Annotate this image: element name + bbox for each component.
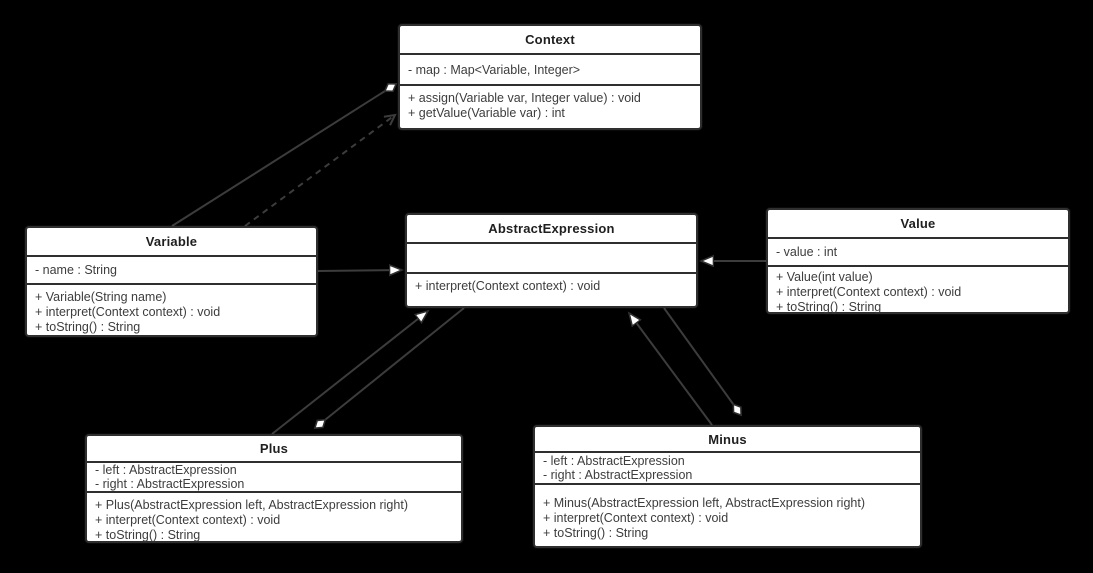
class-variable-title: Variable — [145, 234, 198, 249]
method-row: + Value(int value) — [776, 270, 873, 284]
class-value-attributes: - value : int — [768, 237, 1068, 265]
class-minus: Minus - left : AbstractExpression - righ… — [533, 425, 922, 548]
class-context-methods: + assign(Variable var, Integer value) : … — [400, 84, 700, 128]
method-row: + toString() : String — [543, 526, 649, 540]
class-abstractexpression: AbstractExpression + interpret(Context c… — [405, 213, 698, 308]
method-row: + assign(Variable var, Integer value) : … — [408, 91, 641, 105]
method-row: + Plus(AbstractExpression left, Abstract… — [95, 498, 408, 512]
attribute-row: - map : Map<Variable, Integer> — [408, 62, 581, 77]
class-abstractexpression-title: AbstractExpression — [488, 221, 615, 236]
class-context-attributes: - map : Map<Variable, Integer> — [400, 53, 700, 84]
class-variable: Variable - name : String + Variable(Stri… — [25, 226, 318, 337]
class-plus-title: Plus — [259, 441, 289, 456]
method-row: + interpret(Context context) : void — [35, 305, 221, 319]
class-value: Value - value : int + Value(int value) +… — [766, 208, 1070, 314]
edge-variable-abstractexpression-generalization — [317, 270, 402, 271]
class-variable-attributes: - name : String — [27, 255, 316, 283]
method-row: + interpret(Context context) : void — [776, 285, 962, 299]
attribute-row: - right : AbstractExpression — [543, 468, 693, 482]
method-row: + interpret(Context context) : void — [543, 511, 729, 525]
method-row: + getValue(Variable var) : int — [408, 106, 565, 120]
class-minus-attributes: - left : AbstractExpression - right : Ab… — [535, 451, 920, 483]
attribute-row: - name : String — [35, 263, 117, 277]
method-row: + toString() : String — [776, 300, 882, 314]
class-abstractexpression-methods: + interpret(Context context) : void — [407, 272, 696, 306]
attribute-row: - left : AbstractExpression — [543, 454, 685, 468]
attribute-row: - left : AbstractExpression — [95, 463, 237, 477]
method-row: + Minus(AbstractExpression left, Abstrac… — [543, 496, 866, 510]
method-row: + Variable(String name) — [35, 290, 167, 304]
edge-plus-abstractexpression-generalization — [271, 311, 428, 435]
attribute-row: - value : int — [776, 245, 838, 259]
class-plus: Plus - left : AbstractExpression - right… — [85, 434, 463, 543]
method-row: + interpret(Context context) : void — [95, 513, 281, 527]
class-variable-methods: + Variable(String name) + interpret(Cont… — [27, 283, 316, 339]
edge-plus-abstractexpression-aggregation — [315, 307, 465, 428]
class-value-title: Value — [900, 216, 936, 231]
class-context: Context - map : Map<Variable, Integer> +… — [398, 24, 702, 130]
class-minus-title: Minus — [708, 431, 747, 447]
class-value-methods: + Value(int value) + interpret(Context c… — [768, 265, 1068, 319]
class-plus-methods: + Plus(AbstractExpression left, Abstract… — [87, 491, 461, 547]
class-minus-methods: + Minus(AbstractExpression left, Abstrac… — [535, 483, 920, 546]
edge-minus-abstractexpression-aggregation — [663, 307, 741, 415]
class-context-title: Context — [525, 32, 575, 47]
edge-variable-context-aggregation — [171, 84, 396, 227]
method-row: + interpret(Context context) : void — [415, 279, 601, 293]
class-plus-attributes: - left : AbstractExpression - right : Ab… — [87, 461, 461, 491]
edge-minus-abstractexpression-generalization — [629, 313, 713, 426]
class-abstractexpression-attributes — [407, 242, 696, 272]
edge-variable-context-dependency — [244, 115, 395, 227]
method-row: + toString() : String — [95, 528, 201, 542]
attribute-row: - right : AbstractExpression — [95, 477, 245, 491]
method-row: + toString() : String — [35, 320, 141, 334]
